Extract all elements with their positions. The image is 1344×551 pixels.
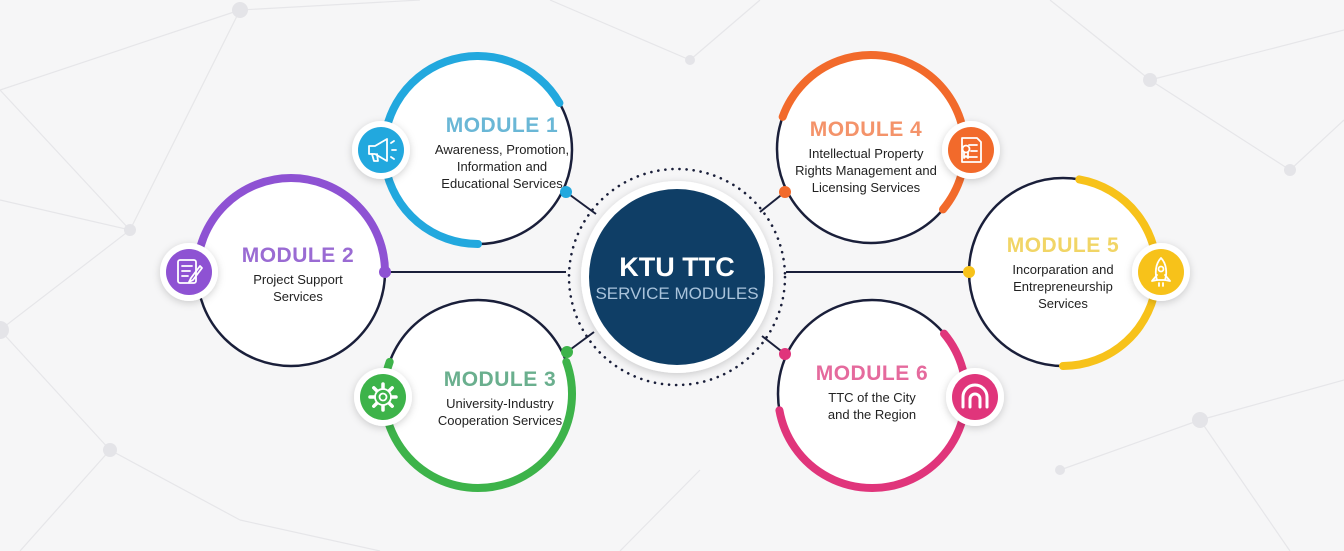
module-6-node	[775, 298, 1004, 492]
certificate-icon	[942, 121, 1000, 179]
module-5-disc	[969, 178, 1157, 366]
module-1-dot	[560, 186, 572, 198]
module-5-desc-line: Services	[1038, 296, 1088, 311]
module-4-desc-line: Intellectual Property	[808, 146, 924, 161]
module-3-node	[354, 298, 576, 492]
arch-icon	[946, 368, 1004, 426]
module-4-dot	[779, 186, 791, 198]
module-6-desc-line: and the Region	[827, 407, 917, 422]
module-4-node	[775, 51, 1000, 245]
hub-subtitle: SERVICE MODULES	[595, 284, 759, 303]
module-1-desc-line: Information and	[456, 159, 548, 174]
hub-core	[589, 189, 765, 365]
module-1-node	[352, 52, 574, 248]
connectors	[385, 191, 969, 355]
module-5-dot	[963, 266, 975, 278]
module-5-node	[963, 175, 1190, 370]
module-3-dot	[561, 346, 573, 358]
module-3-desc-line: Cooperation Services	[437, 413, 563, 428]
module-2-desc-line: Project Support	[253, 272, 343, 287]
module-2-arc	[193, 174, 389, 276]
module-5-title: MODULE 5	[1006, 234, 1120, 257]
module-6-dot	[779, 348, 791, 360]
megaphone-icon	[352, 121, 410, 179]
module-2-disc	[197, 178, 385, 366]
module-6-title: MODULE 6	[815, 362, 929, 385]
module-4-disc	[777, 55, 965, 243]
background-nodes	[0, 2, 1296, 475]
module-2-desc-line: Services	[273, 289, 323, 304]
module-1-arc	[380, 52, 564, 248]
module-3-title: MODULE 3	[443, 368, 557, 391]
module-4-desc-line: Licensing Services	[811, 180, 921, 195]
module-5-desc-line: Incorparation and	[1012, 262, 1114, 277]
module-4-desc-line: Rights Management and	[795, 163, 937, 178]
module-1-disc	[384, 56, 572, 244]
hub-dotted-ring	[567, 167, 787, 387]
module-1-desc-line: Educational Services	[441, 176, 563, 191]
module-1-title: MODULE 1	[445, 114, 559, 137]
module-5-desc-line: Entrepreneurship	[1013, 279, 1113, 294]
module-2-title: MODULE 2	[241, 244, 355, 267]
module-3-desc-line: University-Industry	[446, 396, 554, 411]
module-1-connector	[565, 191, 597, 215]
gear-icon	[354, 368, 412, 426]
document-edit-icon	[160, 243, 218, 301]
module-rings	[160, 51, 1190, 492]
module-1-desc-line: Awareness, Promotion,	[434, 142, 570, 157]
module-6-disc	[778, 300, 966, 488]
module-4-title: MODULE 4	[809, 118, 923, 141]
hub-title: KTU TTC	[619, 252, 735, 282]
module-2-dot	[379, 266, 391, 278]
hub	[567, 167, 787, 387]
module-6-desc-line: TTC of the City	[828, 390, 916, 405]
module-3-disc	[384, 300, 572, 488]
rocket-icon	[1132, 243, 1190, 301]
module-2-node	[160, 174, 391, 368]
